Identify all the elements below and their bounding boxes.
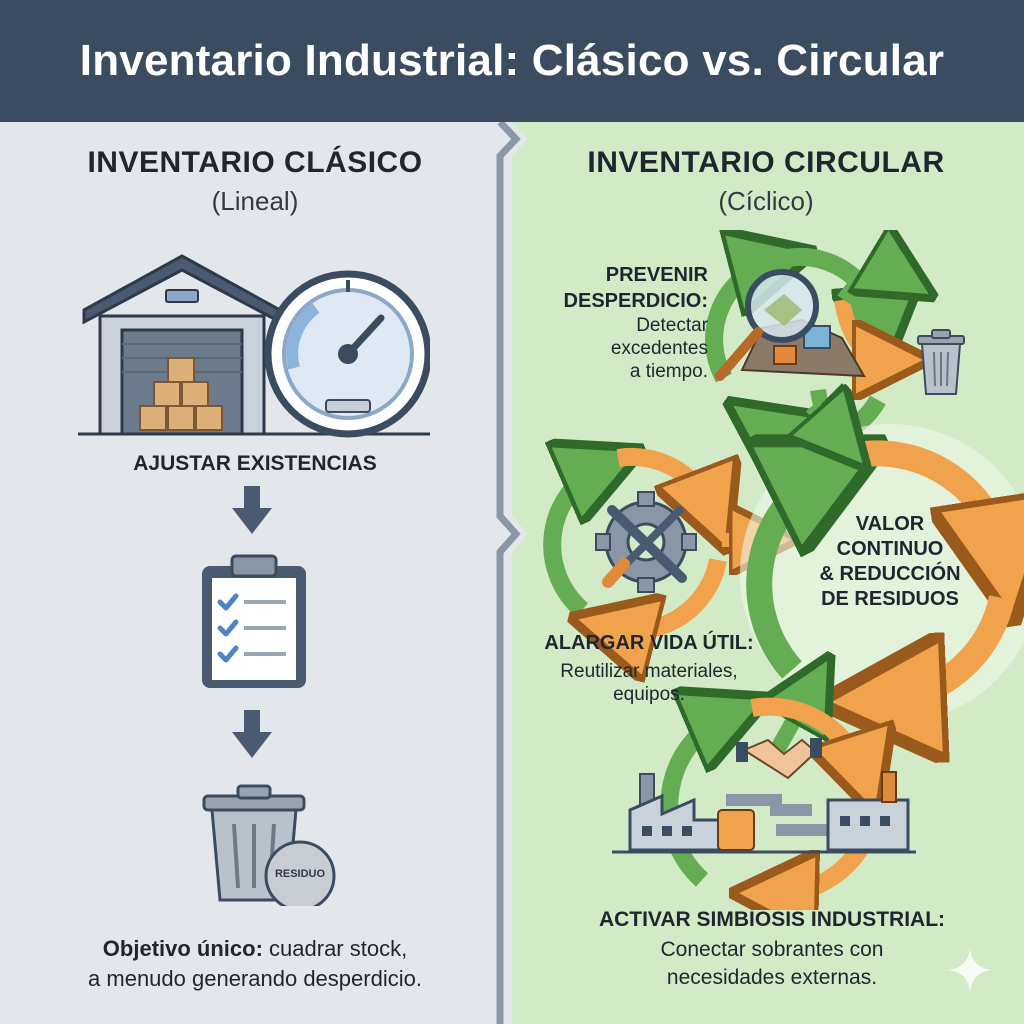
center-text-line3: & REDUCCIÓN	[819, 563, 961, 585]
clipboard-checklist-icon	[202, 554, 306, 688]
center-text-line4: DE RESIDUOS	[821, 588, 959, 610]
prevent-text-line1: Detectar	[636, 315, 708, 336]
prevent-text: Detectar excedentes a tiempo.	[548, 314, 708, 383]
prevent-title-line2: DESPERDICIO:	[563, 290, 708, 312]
warehouse-icon	[78, 254, 430, 436]
center-text-line1: VALOR	[855, 513, 925, 535]
page-title: Inventario Industrial: Clásico vs. Circu…	[79, 36, 945, 85]
left-panel-subtitle: (Lineal)	[211, 186, 299, 216]
extend-text-line2: equipos.	[613, 684, 685, 705]
wrench-screwdriver-gear-icon	[595, 491, 697, 593]
center-value-text: VALOR CONTINUO & REDUCCIÓN DE RESIDUOS	[790, 512, 990, 612]
extend-text: Reutilizar materiales, equipos.	[520, 660, 778, 706]
left-panel-title: INVENTARIO CLÁSICO	[87, 146, 423, 179]
prevent-text-line2: excedentes	[610, 338, 708, 359]
symbiosis-title: ACTIVAR SIMBIOSIS INDUSTRIAL:	[598, 908, 946, 931]
symbiosis-text-line1: Conectar sobrantes con	[660, 938, 884, 961]
prevent-title-line1: PREVENIR	[605, 264, 708, 286]
symbiosis-text-line2: necesidades externas.	[666, 966, 878, 989]
value-cycle-arrows-icon	[740, 406, 1024, 752]
sparkle-icon	[948, 948, 992, 992]
handshake-icon	[736, 738, 822, 780]
right-panel-title: INVENTARIO CIRCULAR	[587, 146, 945, 179]
circular-cycle-illustration	[543, 230, 1024, 910]
arrow-down-icon-2	[232, 710, 272, 758]
trash-bin-icon	[917, 329, 965, 395]
header-bar: Inventario Industrial: Clásico vs. Circu…	[0, 0, 1024, 122]
extend-title: ALARGAR VIDA ÚTIL:	[544, 632, 754, 654]
prevent-text-line3: a tiempo.	[629, 361, 708, 382]
left-footer-line2: a menudo generando desperdicio.	[88, 966, 422, 991]
left-footer-text: cuadrar stock,	[262, 936, 408, 961]
warehouse-gauge-illustration	[78, 254, 430, 438]
center-text-line2: CONTINUO	[836, 538, 944, 560]
symbiosis-text: Conectar sobrantes con necesidades exter…	[540, 936, 1004, 992]
factory-icon	[612, 771, 916, 854]
residue-badge: RESIDUO	[274, 868, 326, 880]
arrow-down-icon	[232, 486, 272, 534]
step-label-ajustar: AJUSTAR EXISTENCIAS	[133, 452, 377, 475]
prevent-title: PREVENIR DESPERDICIO:	[548, 262, 708, 314]
gauge-icon	[264, 270, 430, 438]
trash-bin-icon	[202, 784, 336, 906]
left-footer-bold: Objetivo único:	[102, 936, 263, 961]
magnifier-icon	[715, 269, 866, 381]
left-footer-note: Objetivo único: cuadrar stock, a menudo …	[20, 934, 490, 994]
right-panel-subtitle: (Cíclico)	[718, 186, 814, 216]
extend-text-line1: Reutilizar materiales,	[560, 661, 738, 682]
